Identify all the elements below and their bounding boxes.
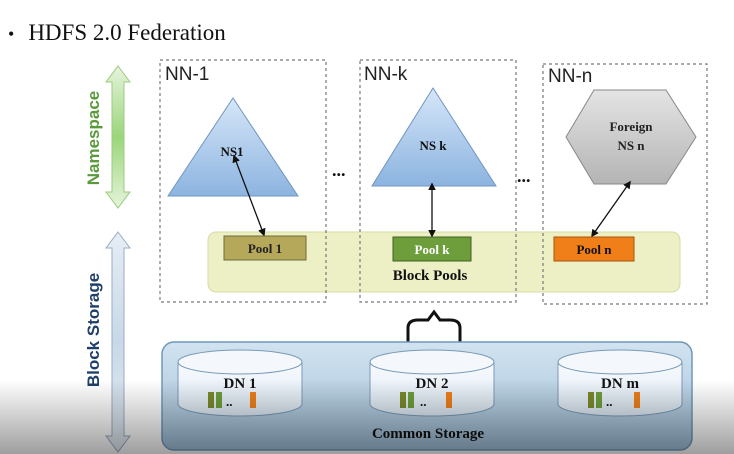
- pool-k-label: Pool k: [414, 242, 450, 257]
- dn-m-label: DN m: [601, 376, 639, 392]
- nsn-label: NS n: [617, 138, 645, 153]
- link-nsn-pooln: [591, 180, 631, 238]
- nn-n-label: NN-n: [548, 66, 593, 87]
- slide-title: • HDFS 2.0 Federation: [8, 20, 226, 46]
- namenode-box-k: [359, 59, 517, 303]
- dn-2-ellipsis: ..: [420, 394, 427, 409]
- nsk-label: NS k: [419, 138, 447, 153]
- namenode-box-n: [542, 63, 708, 305]
- common-storage-label: Common Storage: [372, 426, 484, 442]
- ns1-label: NS1: [220, 144, 243, 159]
- namespace-arrow: [105, 65, 131, 209]
- dn-m-ellipsis: ..: [606, 394, 613, 409]
- block-storage-arrow: [105, 231, 131, 453]
- datanode-cylinder-1: [177, 349, 303, 417]
- link-ns1-pool1: [232, 154, 266, 237]
- datanode-cylinder-m: [557, 349, 683, 417]
- block-pools-label: Block Pools: [393, 268, 468, 284]
- bullet-marker: •: [8, 24, 15, 44]
- foreign-label: Foreign: [609, 119, 653, 134]
- pool-n-block: [553, 236, 635, 262]
- pools-to-storage-bracket: [406, 309, 462, 342]
- pool-1-label: Pool 1: [248, 241, 282, 256]
- dn-1-ellipsis: ..: [226, 394, 233, 409]
- nn-1-label: NN-1: [165, 64, 210, 85]
- namespace-axis-label: Namespace: [84, 90, 103, 186]
- dn-2-label: DN 2: [416, 376, 449, 392]
- block-storage-axis-label: Block Storage: [84, 272, 103, 388]
- ellipsis-left: ...: [332, 160, 346, 180]
- namespace-triangle-k: [371, 87, 497, 187]
- dn-1-label: DN 1: [224, 376, 257, 392]
- pool-n-label: Pool n: [576, 242, 612, 257]
- pool-1-block: [223, 235, 307, 261]
- ellipsis-right: ...: [517, 166, 531, 186]
- pool-k-block: [392, 236, 472, 262]
- nn-k-label: NN-k: [364, 64, 408, 85]
- namespace-hexagon-n: [565, 89, 697, 185]
- datanode-cylinder-2: [369, 349, 495, 417]
- title-text: HDFS 2.0 Federation: [28, 20, 226, 45]
